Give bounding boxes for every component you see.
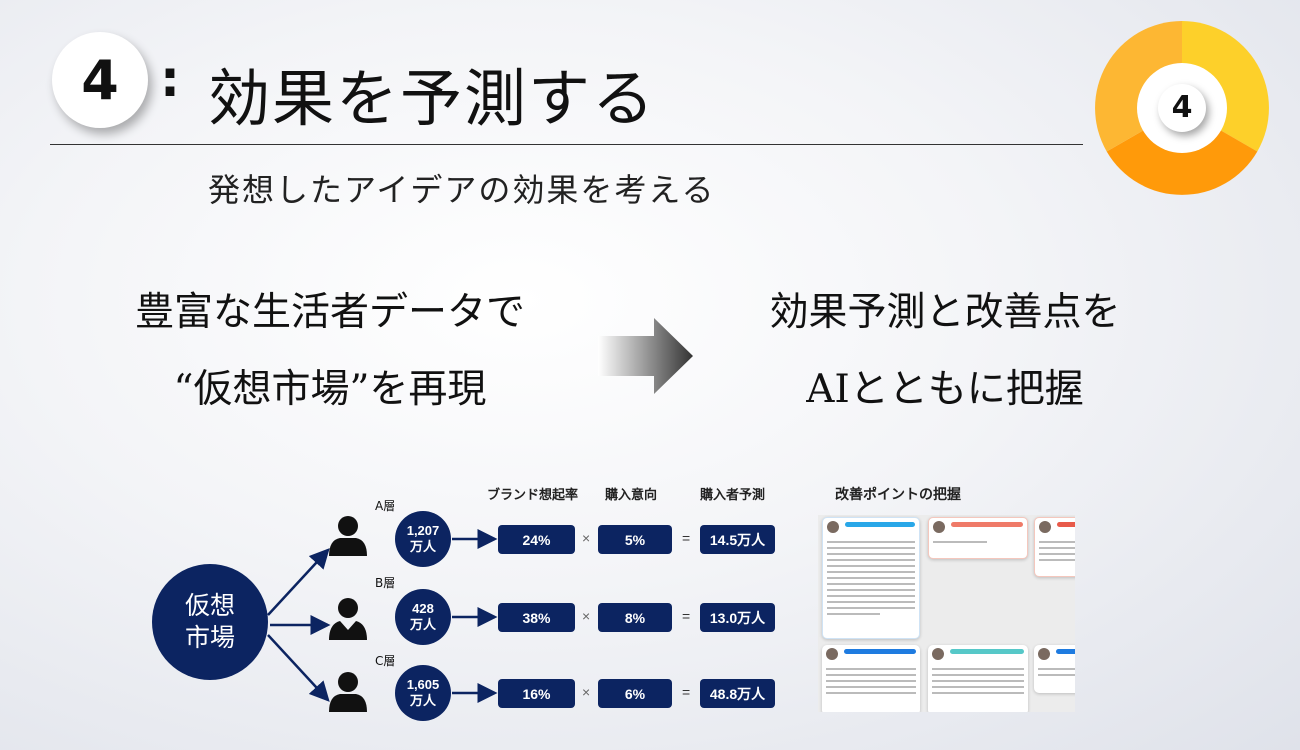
left-message-line1: 豊富な生活者データで xyxy=(134,290,525,335)
title-colon: : xyxy=(160,50,180,108)
left-message-line2: “仮想市場”を再現 xyxy=(173,367,487,412)
virtual-market-node: 仮想市場 xyxy=(152,564,268,680)
intent-value: 6% xyxy=(598,679,672,708)
multiply-sign: × xyxy=(582,530,591,546)
right-message-line1: 効果予測と改善点を xyxy=(769,290,1121,335)
person-icon xyxy=(329,516,367,556)
population-number: 1,605 xyxy=(406,677,440,692)
column-header-awareness: ブランド想起率 xyxy=(487,488,579,503)
right-message-line2: AIとともに把握 xyxy=(806,367,1084,412)
layer-label: C層 xyxy=(375,654,396,668)
person-icons xyxy=(329,516,367,712)
progress-ring-label: 4 xyxy=(1171,90,1193,125)
equals-sign: = xyxy=(682,608,691,624)
page-subtitle: 発想したアイデアの効果を考える xyxy=(208,171,716,209)
improvement-title: 改善ポイントの把握 xyxy=(835,487,961,503)
column-header-buyers: 購入者予測 xyxy=(700,488,766,503)
layer-label: B層 xyxy=(375,576,396,590)
buyers-value: 48.8万人 xyxy=(700,679,775,708)
market-label: 市場 xyxy=(184,624,235,652)
intent-value: 5% xyxy=(598,525,672,554)
column-header-intent: 購入意向 xyxy=(605,488,658,503)
population-unit: 万人 xyxy=(409,693,436,708)
equals-sign: = xyxy=(682,684,691,700)
population-number: 428 xyxy=(412,601,434,616)
population-unit: 万人 xyxy=(409,539,436,554)
population-number: 1,207 xyxy=(406,523,440,538)
awareness-value: 16% xyxy=(498,679,575,708)
intent-value: 8% xyxy=(598,603,672,632)
person-icon xyxy=(329,672,367,712)
multiply-sign: × xyxy=(582,684,591,700)
awareness-value: 24% xyxy=(498,525,575,554)
step-badge: 4 xyxy=(52,32,148,128)
person-icon xyxy=(329,598,367,640)
buyers-value: 14.5万人 xyxy=(700,525,775,554)
equals-sign: = xyxy=(682,530,691,546)
title-divider xyxy=(50,144,1083,145)
awareness-value: 38% xyxy=(498,603,575,632)
right-arrow-icon xyxy=(598,318,693,394)
multiply-sign: × xyxy=(582,608,591,624)
improvement-screenshot xyxy=(818,515,1075,712)
progress-ring xyxy=(1095,21,1269,195)
layer-label: A層 xyxy=(375,499,396,513)
page-title: 効果を予測する xyxy=(208,62,657,135)
buyers-value: 13.0万人 xyxy=(700,603,775,632)
population-unit: 万人 xyxy=(409,617,436,632)
market-label: 仮想 xyxy=(184,592,235,620)
